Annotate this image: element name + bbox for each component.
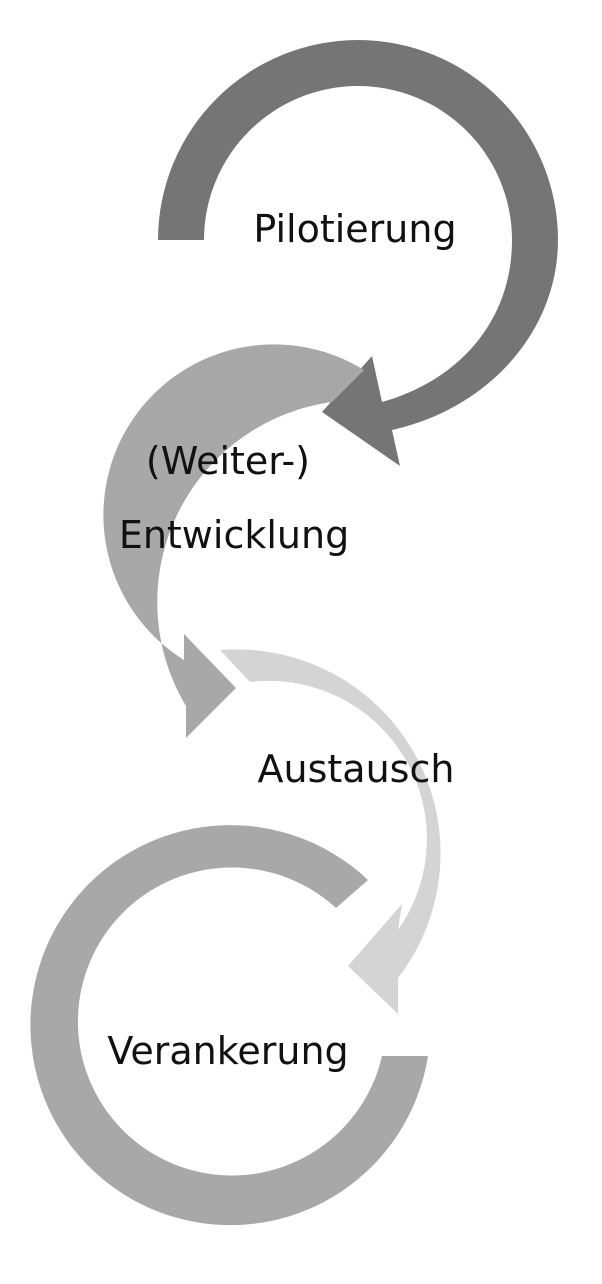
- step-austausch: Austausch: [220, 649, 454, 1014]
- pilotierung-arc: [158, 40, 558, 466]
- weiterentwicklung-arc: [103, 344, 365, 738]
- weiterentwicklung-label: (Weiter-) Entwicklung: [119, 439, 349, 557]
- step-verankerung: Verankerung: [30, 825, 429, 1226]
- verankerung-label: Verankerung: [107, 1029, 348, 1073]
- pilotierung-label: Pilotierung: [253, 207, 456, 251]
- verankerung-arc: [30, 825, 429, 1226]
- step-pilotierung: Pilotierung: [158, 40, 558, 466]
- austausch-label: Austausch: [258, 747, 455, 791]
- step-weiterentwicklung: (Weiter-) Entwicklung: [103, 344, 365, 738]
